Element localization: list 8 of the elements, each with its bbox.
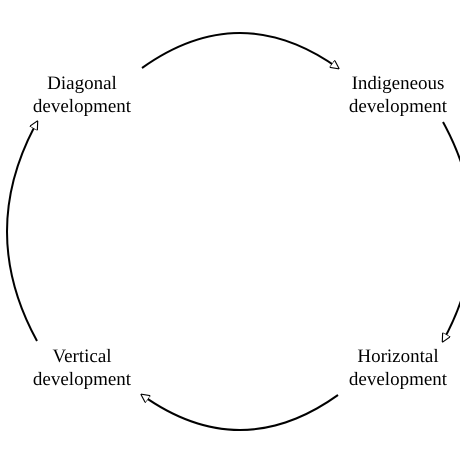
curved-arrow [6, 120, 38, 342]
curved-arrow [442, 122, 460, 343]
stage-label: Vertical development [17, 345, 147, 391]
curved-arrow [141, 32, 340, 70]
stage-label: Indigeneous development [333, 72, 460, 118]
stage-label: Horizontal development [333, 345, 460, 391]
curved-arrow [140, 394, 339, 431]
stage-label: Diagonal development [17, 72, 147, 118]
